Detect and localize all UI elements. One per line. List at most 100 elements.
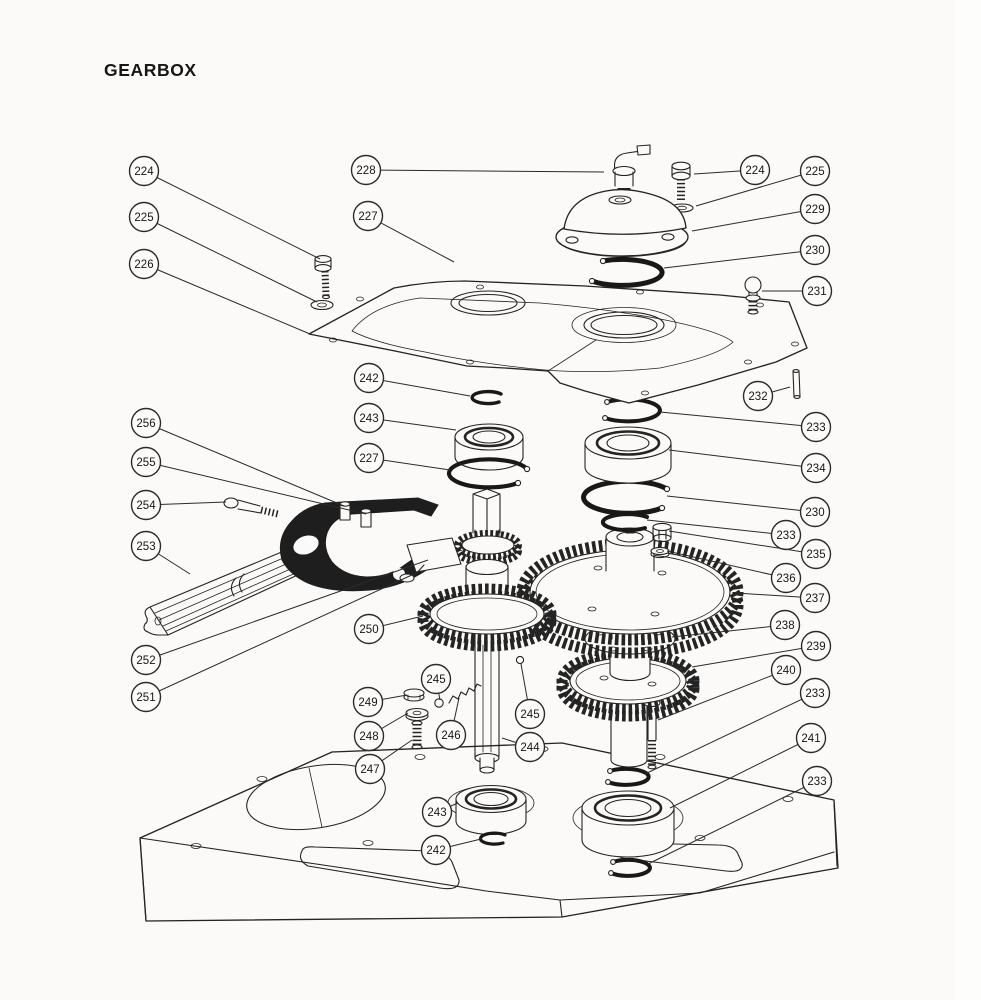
balloon-circle [800, 630, 832, 662]
callout-240: 240 [657, 654, 802, 721]
balloon-label: 237 [805, 593, 824, 605]
part-gear-250 [417, 583, 557, 652]
balloon-circle [128, 155, 160, 187]
part-top-cover-226 [308, 280, 808, 404]
balloon-circle [799, 496, 831, 528]
balloon-label: 246 [441, 730, 460, 742]
balloon-label: 242 [426, 845, 445, 857]
callout-244: 244 [501, 731, 546, 763]
part-pivot-stud-256 [339, 501, 351, 521]
balloon-circle [799, 582, 831, 614]
balloon-circle [353, 720, 385, 752]
leader-line [145, 559, 429, 661]
balloon-circle [421, 796, 453, 828]
part-bolt-224-right [671, 161, 691, 202]
balloon-circle [800, 538, 832, 570]
balloon-circle [799, 234, 831, 266]
balloon-label: 252 [136, 655, 155, 667]
callout-250: 250 [353, 613, 424, 645]
callout-230: 230 [663, 234, 831, 269]
callout-253: 253 [130, 530, 191, 575]
callout-233: 233 [644, 677, 831, 775]
balloon-label: 225 [805, 166, 824, 178]
balloon-label: 230 [805, 245, 824, 257]
balloon-circle [352, 200, 384, 232]
balloon-circle [770, 654, 802, 686]
balloon-circle [353, 613, 385, 645]
callout-248: 248 [353, 712, 409, 752]
part-bearing-241-lower [581, 790, 675, 858]
leader-line [143, 263, 311, 335]
callout-245: 245 [420, 663, 452, 701]
leader-line [143, 170, 321, 260]
balloon-label: 255 [136, 457, 155, 469]
balloon-circle [801, 275, 833, 307]
part-washer-248 [405, 707, 429, 722]
part-bearing-243-lower [455, 784, 527, 836]
balloon-circle [130, 681, 162, 713]
balloon-circle [801, 765, 833, 797]
balloon-label: 232 [748, 391, 767, 403]
part-washer-225-left [310, 299, 334, 311]
callout-249: 249 [352, 686, 408, 718]
part-ball-plug-231 [744, 276, 762, 315]
part-circlip-242-upper [470, 389, 503, 406]
balloon-circle [800, 411, 832, 443]
balloon-label: 227 [359, 453, 378, 465]
balloon-label: 239 [806, 641, 825, 653]
balloon-circle [130, 446, 162, 478]
balloon-label: 225 [134, 212, 153, 224]
balloon-label: 248 [359, 731, 378, 743]
balloon-circle [435, 719, 467, 751]
callout-229: 229 [691, 193, 831, 232]
balloon-label: 243 [359, 413, 378, 425]
leader-line [657, 669, 787, 721]
balloon-circle [130, 407, 162, 439]
part-dome-cover-229 [555, 188, 689, 257]
callout-231: 231 [762, 275, 833, 307]
part-cluster-gear [454, 530, 522, 566]
balloon-circle [770, 562, 802, 594]
part-keyed-hub [605, 527, 655, 572]
part-mainshaft-244 [472, 488, 501, 774]
leader-line [663, 249, 816, 269]
callout-234: 234 [668, 449, 832, 484]
part-spring-246 [448, 683, 482, 704]
part-dowel-pin-232 [792, 369, 801, 399]
part-circlip-242-lower [478, 831, 507, 846]
balloon-label: 224 [134, 166, 154, 178]
balloon-circle [799, 193, 831, 225]
callout-233: 233 [647, 765, 833, 865]
leader-line [691, 645, 817, 668]
callout-239: 239 [691, 630, 832, 668]
leader-line [647, 780, 818, 865]
callout-227: 227 [352, 200, 455, 263]
leader-line [367, 215, 455, 263]
leader-line [671, 624, 786, 638]
callout-230: 230 [666, 495, 831, 528]
part-selector-fork-assembly [279, 497, 453, 592]
balloon-circle [799, 677, 831, 709]
callout-256: 256 [130, 407, 345, 507]
balloon-circle [420, 663, 452, 695]
callout-233: 233 [646, 519, 802, 551]
leader-line [143, 216, 318, 303]
balloon-label: 233 [805, 688, 824, 700]
balloon-label: 233 [807, 776, 826, 788]
callout-225: 225 [128, 201, 318, 303]
leader-line [668, 530, 817, 555]
balloon-label: 230 [805, 507, 824, 519]
leader-line [368, 377, 471, 397]
balloon-circle [352, 686, 384, 718]
balloon-circle [795, 722, 827, 754]
callout-237: 237 [735, 582, 831, 614]
balloon-label: 241 [801, 733, 820, 745]
balloon-label: 249 [358, 697, 377, 709]
part-circlip-230-top [588, 256, 665, 288]
balloon-label: 254 [136, 500, 156, 512]
balloon-label: 247 [360, 764, 379, 776]
part-circlip-233-bottom [608, 857, 652, 878]
balloon-label: 256 [136, 418, 155, 430]
callout-251: 251 [130, 573, 415, 713]
